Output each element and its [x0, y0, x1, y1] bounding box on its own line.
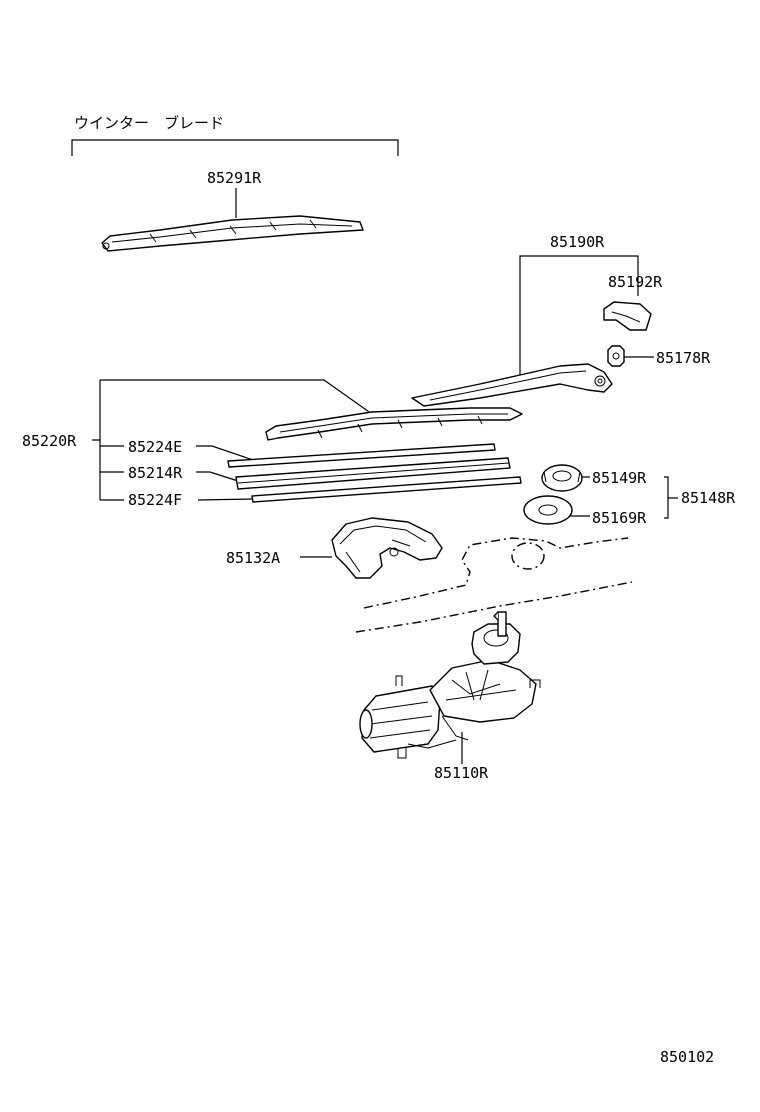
rubber-lower-part	[251, 476, 522, 503]
label-nut[interactable]: 85178R	[656, 349, 711, 367]
label-washer[interactable]: 85169R	[592, 509, 647, 527]
nut-part	[607, 345, 625, 367]
washer-part	[523, 495, 573, 525]
leader-rubber-refill	[100, 471, 239, 482]
leader-blade-assembly	[92, 379, 373, 500]
leader-arm-assembly	[519, 255, 639, 375]
arm-cap-part	[603, 301, 652, 331]
label-rubber-upper[interactable]: 85224E	[128, 438, 182, 456]
label-blade-assembly[interactable]: 85220R	[22, 432, 77, 450]
blade-frame-part	[265, 407, 523, 441]
label-bracket[interactable]: 85132A	[226, 549, 280, 567]
label-rubber-lower[interactable]: 85224F	[128, 491, 182, 509]
label-arm-assembly[interactable]: 85190R	[550, 233, 605, 251]
leader-packing-set	[664, 476, 678, 519]
motor-part	[359, 611, 541, 759]
leader-rubber-lower	[100, 498, 255, 501]
diagram-code: 850102	[660, 1048, 714, 1066]
label-rubber-refill[interactable]: 85214R	[128, 464, 183, 482]
rubber-refill-part	[235, 457, 511, 490]
wiper-arm-part	[411, 363, 613, 407]
cushion-part	[541, 464, 583, 492]
label-packing-set[interactable]: 85148R	[681, 489, 736, 507]
section-bracket	[71, 139, 399, 156]
label-cushion[interactable]: 85149R	[592, 469, 647, 487]
back-door-outline	[355, 537, 633, 633]
label-winter-blade[interactable]: 85291R	[207, 169, 262, 187]
rubber-upper-part	[227, 443, 496, 468]
label-motor[interactable]: 85110R	[434, 764, 489, 782]
label-arm-cap[interactable]: 85192R	[608, 273, 663, 291]
winter-blade-part	[101, 215, 364, 252]
section-title: ウインター ブレード	[74, 114, 224, 132]
bracket-part	[331, 517, 443, 579]
leader-rubber-upper	[100, 445, 257, 462]
